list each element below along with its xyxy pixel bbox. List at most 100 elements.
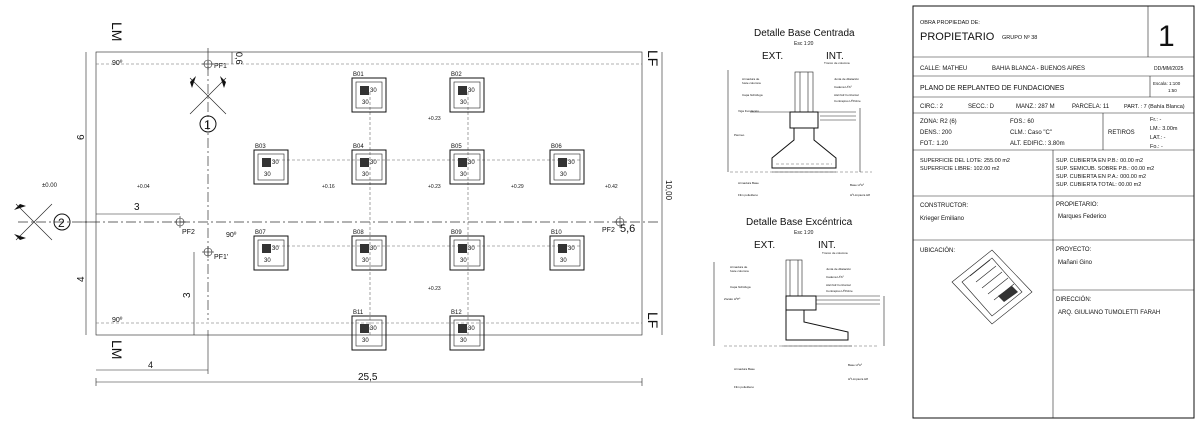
svg-text:HºLimpieza H8: HºLimpieza H8 [850, 193, 870, 197]
foundation-plan: LM LM LF LF 90º 90º 90º 1 2 [14, 22, 673, 386]
fos: FOS.: 60 [1010, 119, 1035, 125]
location-sketch [951, 249, 1033, 325]
level-029: +0.29 [511, 184, 524, 190]
city: BAHIA BLANCA - BUENOS AIRES [992, 66, 1085, 72]
base-size-dim: 30 [362, 100, 369, 106]
svg-text:Capa hidrófuga: Capa hidrófuga [730, 285, 751, 289]
detail-eccentric-scale: Esc 1:20 [794, 230, 814, 236]
propietario-name: Marques Federico [1058, 214, 1107, 220]
dim-left-3: 3 [182, 292, 193, 298]
detail-centered-title: Detalle Base Centrada [754, 28, 855, 39]
level-marks: ±0.00 +0.04 +0.16 +0.23 +0.23 +0.23 +0.2… [42, 116, 618, 292]
propietario-label: PROPIETARIO: [1056, 202, 1099, 208]
base-size-dim: 30 [560, 172, 567, 178]
dimensions: 25,5 4 6 4 3 3 0,6 10,00 5,6 [76, 52, 673, 386]
base-label: B09 [451, 230, 462, 236]
base-label: B05 [451, 144, 462, 150]
fot: FOT.: 1.20 [920, 141, 949, 147]
base-size-dim: 30 [362, 258, 369, 264]
base-label: B08 [353, 230, 364, 236]
street: CALLE: MATHEU [920, 66, 967, 72]
svg-text:Junta de dilatación: Junta de dilatación [826, 267, 851, 271]
lm-retiro: LM.: 3.00m [1150, 126, 1178, 132]
svg-text:Tronco de columna: Tronco de columna [822, 251, 848, 255]
sheet-number: 1 [1158, 20, 1175, 53]
pf2b-label: PF2 [602, 227, 615, 234]
svg-text:Film polietileno: Film polietileno [734, 385, 754, 389]
fo: Fo.: - [1150, 144, 1163, 150]
angle-top-left: 90º [112, 60, 123, 67]
axis-label-2: 2 [58, 216, 65, 230]
scale-label: Escala: 1:100 [1153, 81, 1181, 86]
column-block [360, 324, 369, 333]
svg-text:Armadura de: Armadura de [730, 265, 748, 269]
base-label: B02 [451, 72, 462, 78]
bases-layer: B013030B023030B033030B043030B053030B0630… [253, 72, 585, 351]
axis-marker-1: 1 [189, 76, 227, 133]
dens: DENS.: 200 [920, 130, 952, 136]
manz: MANZ.: 287 M [1016, 104, 1055, 110]
lm-bottom-label: LM [109, 340, 125, 359]
level-042: +0.42 [605, 184, 618, 190]
dim-56: 5,6 [620, 223, 635, 235]
level-016: +0.16 [322, 184, 335, 190]
svg-text:Armadura Base: Armadura Base [734, 367, 755, 371]
sup-pb: SUP. CUBIERTA EN P.B.: 00.00 m2 [1056, 158, 1143, 164]
detail-centered-scale: Esc 1:20 [794, 41, 814, 47]
base-col-dim: 30 [370, 246, 377, 252]
base-label: B11 [353, 310, 364, 316]
column-block [360, 244, 369, 253]
base-col-dim: 30 [568, 246, 575, 252]
base-col-dim: 30 [568, 160, 575, 166]
base-size-dim: 30 [264, 258, 271, 264]
detail-eccentric: Detalle Base Excéntrica Esc 1:20 EXT. IN… [713, 217, 885, 389]
svg-text:Cadena HºAº: Cadena HºAº [834, 85, 853, 89]
column-block [558, 158, 567, 167]
foundation-beams [272, 92, 580, 335]
detail-centered: Detalle Base Centrada Esc 1:20 EXT. INT.… [727, 28, 872, 197]
base-size-dim: 30 [560, 258, 567, 264]
alt: ALT. EDIFIC.: 3.80m [1010, 141, 1065, 147]
level-023c: +0.23 [428, 286, 441, 292]
column-block [458, 244, 467, 253]
column-block [458, 324, 467, 333]
column-block [360, 86, 369, 95]
base-col-dim: 30 [468, 160, 475, 166]
svg-text:Contrapiso HºPobre: Contrapiso HºPobre [826, 289, 853, 293]
dim-top-06: 0,6 [234, 52, 244, 65]
zona: ZONA: R2 (6) [920, 119, 957, 125]
pf1-point: PF1 [202, 58, 227, 70]
base-label: B03 [255, 144, 266, 150]
base-col-dim: 30 [370, 326, 377, 332]
base-size-dim: 30 [460, 100, 467, 106]
base-col-dim: 30 [272, 246, 279, 252]
dim-bottom-total: 25,5 [358, 372, 378, 383]
base-size-dim: 30 [460, 258, 467, 264]
angle-mid: 90º [226, 232, 237, 239]
pf1b-point: PF1' [202, 246, 228, 261]
base-col-dim: 30 [468, 326, 475, 332]
svg-text:fuste columna: fuste columna [730, 269, 749, 273]
base-label: B10 [551, 230, 562, 236]
pf2b-point: PF2 [602, 216, 626, 234]
base-col-dim: 30 [370, 160, 377, 166]
base-size-dim: 30 [362, 338, 369, 344]
pf2a-point: PF2 [174, 216, 195, 236]
pf2a-label: PF2 [182, 229, 195, 236]
column-block [262, 158, 271, 167]
column-block [262, 244, 271, 253]
secc: SECC.: D [968, 104, 995, 110]
sup-total: SUP. CUBIERTA TOTAL: 00.00 m2 [1056, 182, 1141, 188]
sup-pa: SUP. CUBIERTA EN P.A.: 000.00 m2 [1056, 174, 1146, 180]
svg-text:Aisl.hidr horizontal: Aisl.hidr horizontal [826, 283, 851, 287]
date: DD/MM/2025 [1154, 66, 1184, 72]
base-size-dim: 30 [460, 172, 467, 178]
